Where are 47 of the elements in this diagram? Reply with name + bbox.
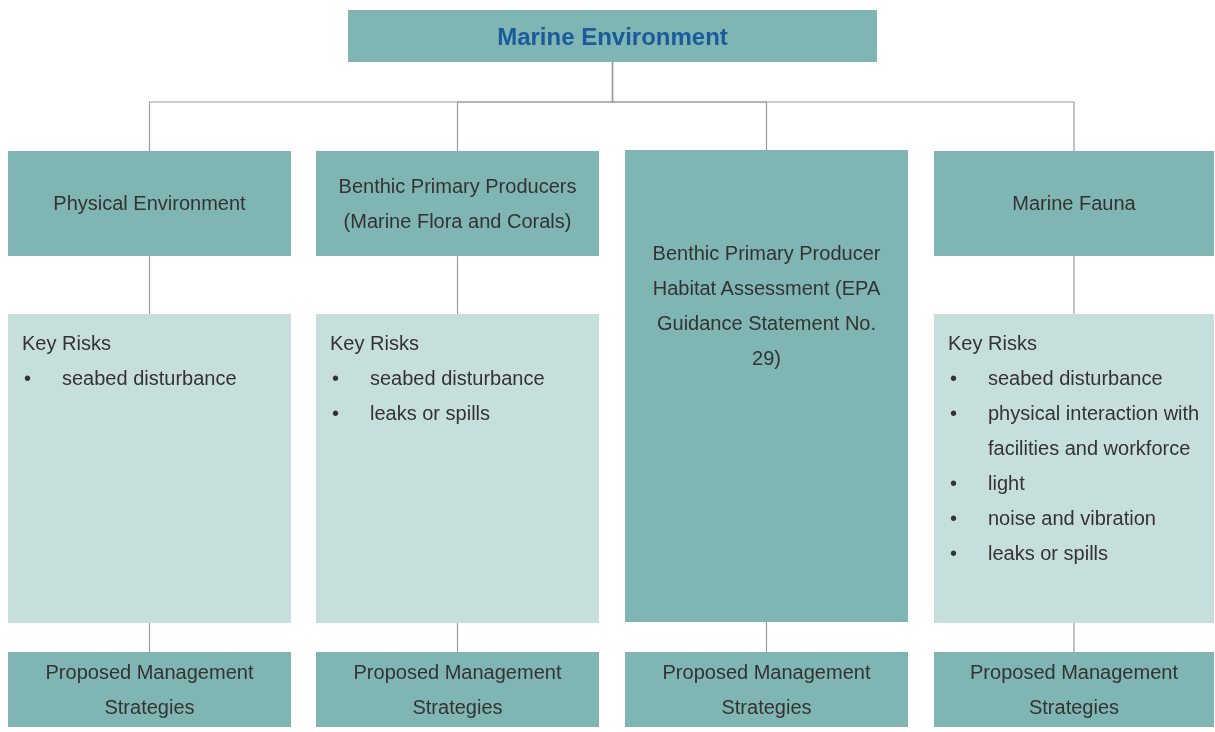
category-box <box>934 151 1214 256</box>
list-item: light <box>988 471 1026 496</box>
category-box <box>8 652 291 727</box>
bullet-mark: • <box>950 471 958 496</box>
list-heading: Key Risks <box>948 331 1038 356</box>
bullet-mark: • <box>950 506 958 531</box>
list-item: noise and vibration <box>988 506 1157 531</box>
box-label: Proposed Management Strategies <box>352 659 563 720</box>
list-item: seabed disturbance <box>370 366 546 391</box>
bullet-mark: • <box>950 366 958 391</box>
connector-line <box>148 255 151 315</box>
category-box <box>625 150 908 622</box>
box-label: Benthic Primary Producers (Marine Flora and Corals) <box>337 173 578 234</box>
risk-box <box>316 314 599 623</box>
connector-line <box>1073 622 1075 653</box>
box-label: Marine Fauna <box>1012 191 1136 216</box>
list-item: seabed disturbance <box>988 366 1164 391</box>
category-box <box>316 652 599 727</box>
box-label: Proposed Management Strategies <box>661 659 872 720</box>
box-label: Proposed Management Strategies <box>969 659 1179 720</box>
bullet-mark: • <box>950 401 958 426</box>
connector-line <box>611 61 1075 152</box>
list-item: leaks or spills <box>988 541 1110 566</box>
list-heading: Key Risks <box>22 331 112 356</box>
connector-line <box>148 622 151 653</box>
list-item: leaks or spills <box>370 401 492 426</box>
box-label: Physical Environment <box>53 191 246 216</box>
category-box <box>934 652 1214 727</box>
box-label: Benthic Primary Producer Habitat Assessment (EPA Guidance Statement No. 29) <box>651 241 882 371</box>
bullet-mark: • <box>24 366 32 391</box>
category-box <box>625 652 908 727</box>
bullet-mark: • <box>332 401 340 426</box>
connector-line <box>456 622 459 653</box>
list-item: seabed disturbance <box>62 366 238 391</box>
box-label: Proposed Management Strategies <box>44 659 255 720</box>
box-label: Marine Environment <box>497 21 728 52</box>
bullet-mark: • <box>332 366 340 391</box>
risk-box <box>934 314 1214 623</box>
category-box <box>8 151 291 256</box>
connector-line <box>456 255 459 315</box>
risk-box <box>8 314 291 623</box>
title-box <box>348 10 877 62</box>
list-heading: Key Risks <box>330 331 420 356</box>
connector-line <box>1073 255 1075 315</box>
category-box <box>316 151 599 256</box>
bullet-mark: • <box>950 541 958 566</box>
connector-line <box>765 621 768 653</box>
